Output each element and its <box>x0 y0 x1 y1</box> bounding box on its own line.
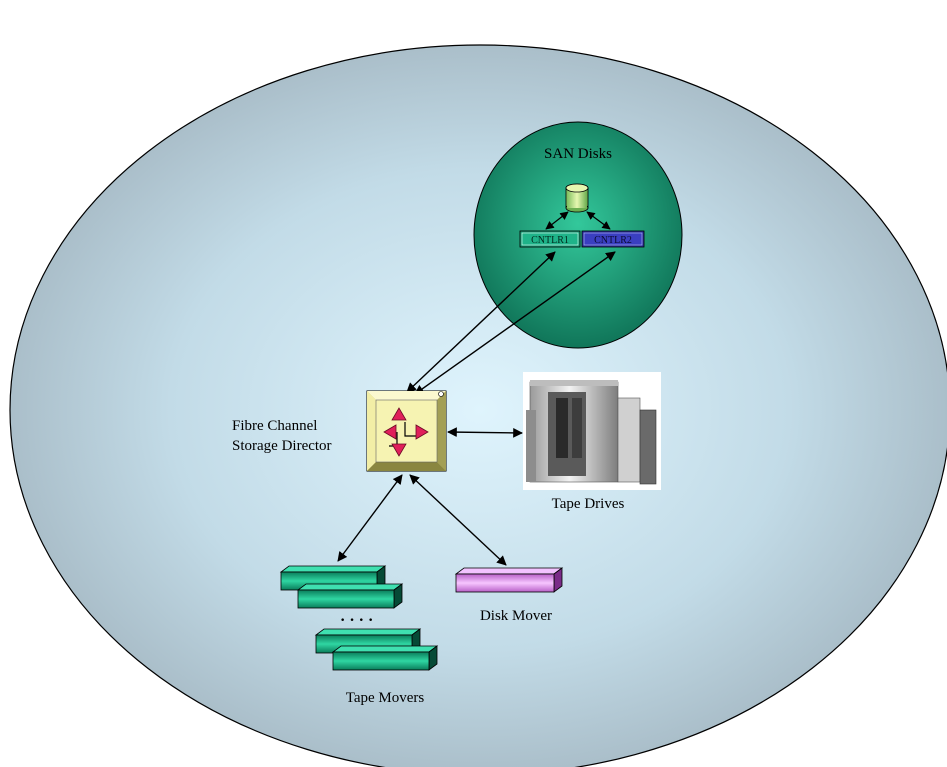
director-label-line2: Storage Director <box>232 438 332 454</box>
tape-mover-4 <box>331 645 439 671</box>
director-to-tape-drives-link <box>447 427 523 438</box>
disk-mover <box>454 567 564 593</box>
san-disks-label: SAN Disks <box>544 146 612 162</box>
tape-library-icon <box>523 372 661 490</box>
controller-1: CNTLR1 <box>519 230 581 248</box>
director-to-tape-movers-link <box>337 474 403 562</box>
director-label-line1: Fibre Channel <box>232 418 317 434</box>
disk-to-cntlr2-arrow <box>586 211 611 230</box>
director-to-disk-mover-link <box>409 474 507 566</box>
controller-2: CNTLR2 <box>581 230 645 248</box>
disk-to-cntlr1-arrow <box>545 211 569 230</box>
tape-drives-label: Tape Drives <box>552 496 625 512</box>
tape-movers-ellipsis: · · · · <box>340 612 373 629</box>
controller-1-label: CNTLR1 <box>531 235 569 246</box>
tape-movers-label: Tape Movers <box>346 690 425 706</box>
san-disks-group: SAN Disks CNTLR1 CNTLR2 <box>473 121 683 349</box>
tape-mover-2 <box>296 583 404 609</box>
disk-mover-label: Disk Mover <box>480 608 552 624</box>
network-boundary-ellipse <box>9 44 947 767</box>
controller-2-label: CNTLR2 <box>594 235 632 246</box>
cylinder-icon <box>565 183 589 213</box>
fibre-channel-switch-icon <box>366 390 447 472</box>
cntlr2-to-director-link <box>414 251 616 395</box>
